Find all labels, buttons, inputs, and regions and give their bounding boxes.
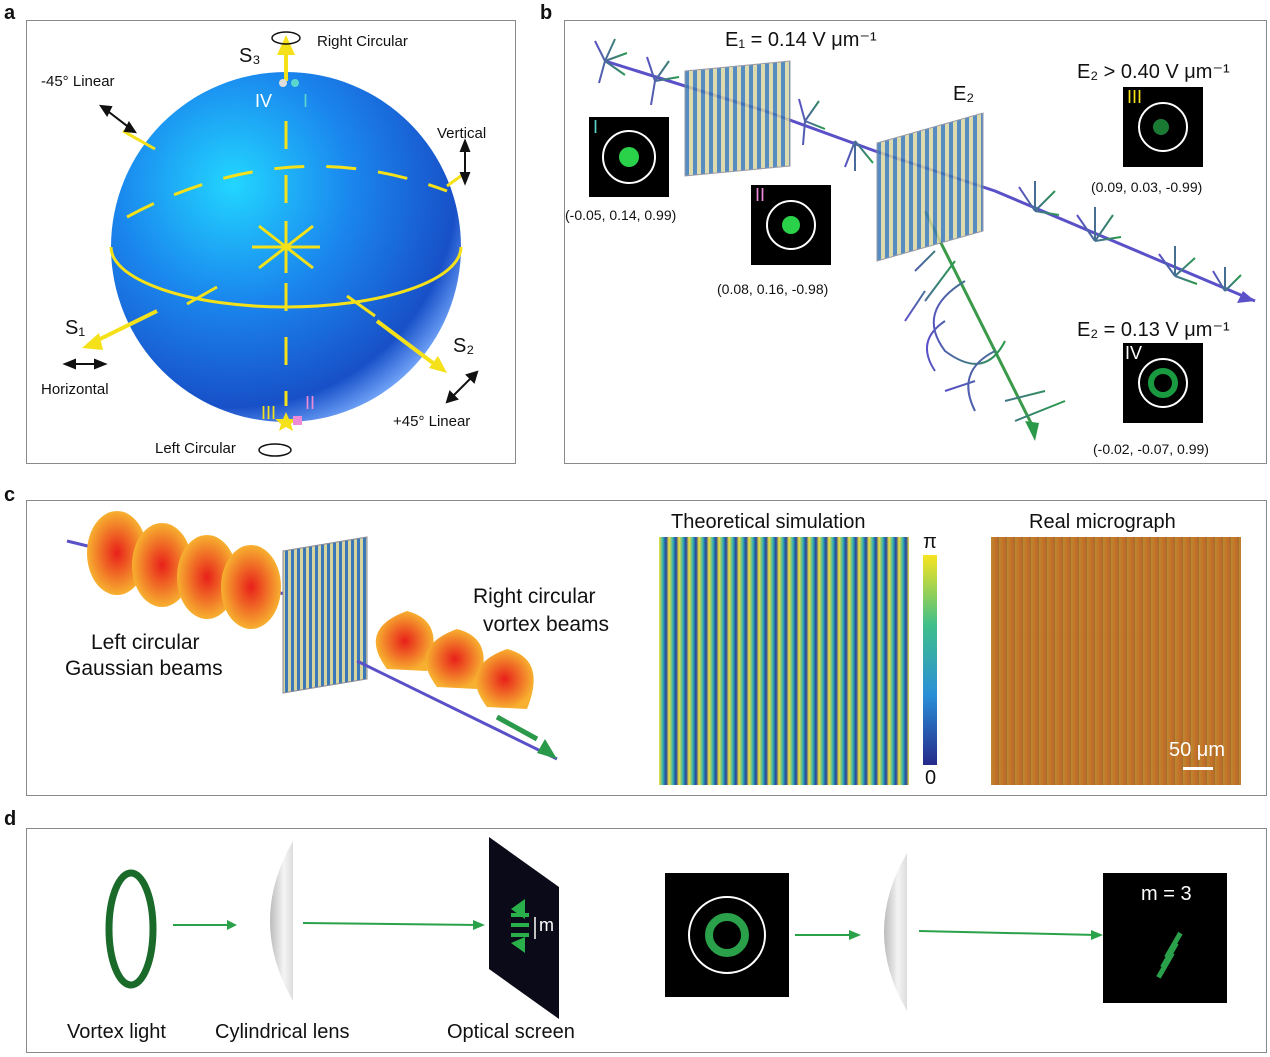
vortex-micrograph [665, 873, 789, 997]
gaussian-beam-3 [177, 535, 237, 619]
cylindrical-lens-2 [884, 853, 907, 1011]
micro-title: Real micrograph [1029, 511, 1176, 533]
inset-III: III [1123, 87, 1203, 167]
vertical-label: Vertical [437, 125, 487, 142]
right-circular-label-1: Right circular [473, 585, 596, 608]
optical-screen-label: Optical screen [447, 1021, 575, 1043]
coord-I: (-0.05, 0.14, 0.99) [565, 207, 677, 223]
linear-m45-label: -45° Linear [41, 73, 115, 90]
inset-IV-label: IV [1125, 343, 1143, 363]
gaussian-beam-4 [221, 545, 281, 629]
right-circular-label-2: vortex beams [483, 613, 610, 636]
panel-c: Left circular Gaussian beams Right circu… [26, 500, 1267, 796]
metasurface-2 [876, 112, 984, 262]
polarization-evolution-diagram [594, 38, 1256, 441]
left-circular-label: Left Circular [155, 440, 236, 457]
micrograph-image [991, 537, 1241, 785]
latitude-dashed [126, 164, 448, 219]
s1-axis [91, 309, 158, 345]
gaussian-beam-2 [132, 523, 192, 607]
coord-III: (0.09, 0.03, -0.99) [1091, 179, 1203, 195]
poincare-sphere-diagram [62, 31, 479, 457]
s3-label: S₃ [239, 45, 261, 67]
simulation-image [659, 537, 909, 785]
e1-label: E₁ = 0.14 V μm⁻¹ [725, 29, 877, 51]
panel-d: m m = 3 Vortex light Cylindrical lens Op… [26, 828, 1267, 1053]
vortex-light-label: Vortex light [67, 1021, 166, 1043]
cylindrical-lens-label: Cylindrical lens [215, 1021, 350, 1043]
vortex-ring [105, 869, 157, 989]
fringe-micrograph: m = 3 [1103, 873, 1227, 1003]
panel-c-letter: c [4, 484, 16, 506]
scale-bar [1183, 767, 1213, 770]
point-II-label: II [305, 393, 316, 413]
colorbar-bottom: 0 [925, 767, 937, 789]
e2-label: E₂ [953, 83, 975, 105]
screen-m-label: m [539, 915, 554, 935]
right-circular-label: Right Circular [317, 33, 408, 50]
metasurface-1 [684, 60, 791, 177]
cylindrical-lens-1 [270, 841, 293, 1001]
horizontal-label: Horizontal [41, 381, 109, 398]
point-III-label: III [261, 403, 277, 423]
left-circular-label-1: Left circular [91, 631, 200, 654]
vortex-detection-diagram [105, 837, 1103, 1019]
scale-label: 50 μm [1169, 739, 1225, 761]
inset-III-label: III [1127, 87, 1143, 107]
polarization-arrows [594, 38, 1242, 422]
gaussian-beam-1 [87, 511, 147, 595]
inset-II: II [751, 185, 831, 265]
linear-p45-label: +45° Linear [393, 413, 471, 430]
panel-a: S₃ Right Circular -45° Linear Vertical S… [26, 20, 516, 464]
panel-b-letter: b [540, 2, 553, 24]
point-I-label: I [303, 91, 309, 111]
e2-high-label: E₂ > 0.40 V μm⁻¹ [1077, 61, 1230, 83]
beam-conversion-diagram [66, 511, 558, 761]
inset-I: I [589, 117, 669, 197]
center-star [252, 221, 320, 273]
optical-screen [489, 837, 559, 1019]
coord-IV: (-0.02, -0.07, 0.99) [1093, 441, 1209, 457]
m-value-label: m = 3 [1141, 883, 1192, 905]
s2-axis [375, 319, 439, 368]
s2-label: S₂ [453, 335, 475, 357]
panel-b: E₁ = 0.14 V μm⁻¹ E₂ E₂ > 0.40 V μm⁻¹ E₂ … [564, 20, 1267, 464]
pol-arrows [62, 104, 479, 404]
colorbar [923, 555, 937, 765]
panel-d-letter: d [4, 808, 17, 830]
e2-low-label: E₂ = 0.13 V μm⁻¹ [1077, 319, 1230, 341]
point-IV-label: IV [255, 91, 273, 111]
metasurface [282, 536, 368, 694]
sim-title: Theoretical simulation [671, 511, 866, 533]
inset-I-label: I [593, 117, 599, 137]
screen-fringes [511, 899, 529, 953]
inset-II-label: II [755, 185, 766, 205]
coord-II: (0.08, 0.16, -0.98) [717, 281, 829, 297]
s1-label: S₁ [65, 317, 86, 339]
panel-a-letter: a [4, 2, 16, 24]
inset-IV: IV [1123, 343, 1203, 423]
left-circular-label-2: Gaussian beams [65, 657, 223, 680]
colorbar-top: π [923, 531, 937, 553]
